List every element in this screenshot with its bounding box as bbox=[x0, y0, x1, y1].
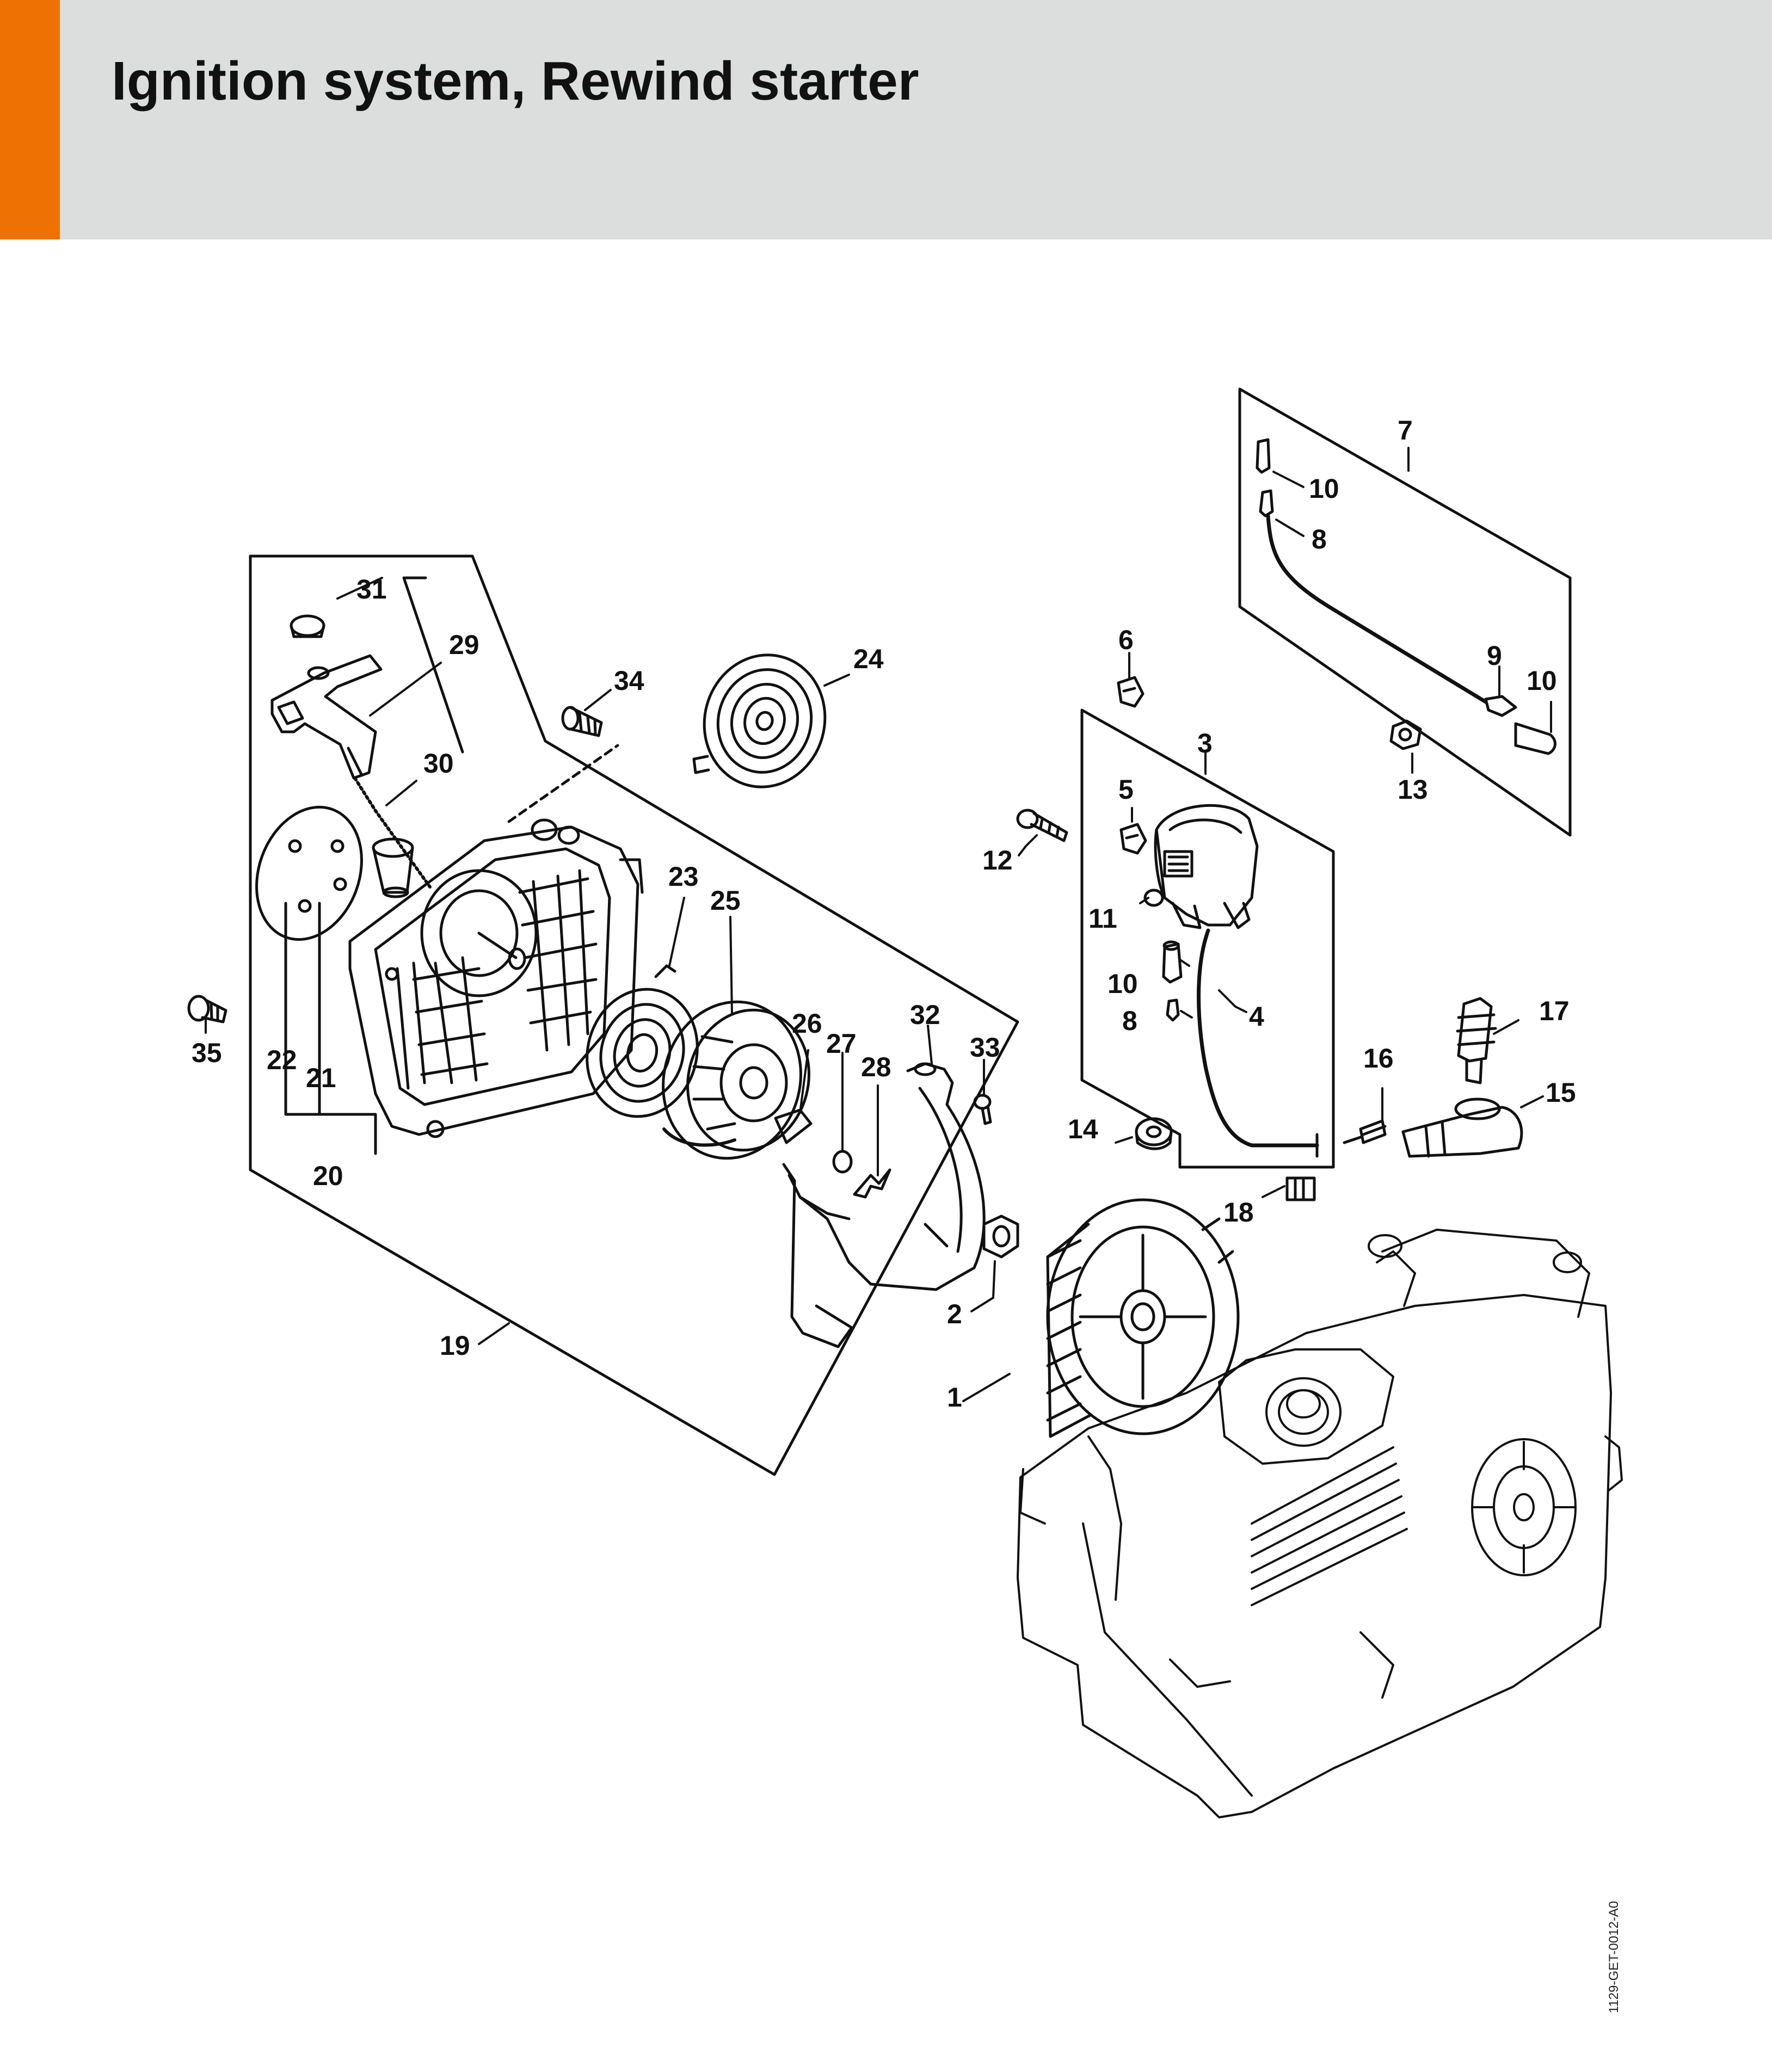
callout-10c: 10 bbox=[1108, 969, 1138, 999]
callout-30: 30 bbox=[423, 748, 454, 779]
callout-29: 29 bbox=[449, 630, 479, 660]
diagram-reference-code: 1129-GET-0012-A0 bbox=[1607, 1901, 1621, 2013]
clip-5-part bbox=[1119, 823, 1147, 855]
screw-12-part bbox=[1016, 809, 1068, 842]
callout-3: 3 bbox=[1197, 728, 1213, 758]
callout-13: 13 bbox=[1398, 774, 1428, 805]
accent-bar bbox=[0, 0, 60, 239]
callout-17: 17 bbox=[1539, 996, 1570, 1026]
callout-23: 23 bbox=[668, 861, 699, 892]
callout-33: 33 bbox=[970, 1032, 1000, 1063]
callout-20: 20 bbox=[313, 1161, 343, 1191]
callout-9: 9 bbox=[1487, 640, 1502, 671]
nut-13-part bbox=[1389, 719, 1422, 750]
callout-1: 1 bbox=[947, 1382, 962, 1413]
callout-10b: 10 bbox=[1527, 665, 1557, 696]
callout-34: 34 bbox=[614, 665, 644, 696]
ignition-lead-group-frame bbox=[1238, 387, 1572, 837]
callout-4: 4 bbox=[1249, 1001, 1264, 1032]
callout-26: 26 bbox=[792, 1008, 822, 1039]
callout-31: 31 bbox=[356, 574, 387, 605]
contact-spring-part bbox=[1343, 1119, 1387, 1144]
callout-21: 21 bbox=[306, 1063, 336, 1093]
washer-11-part bbox=[1143, 889, 1164, 907]
starter-rope-part bbox=[353, 776, 432, 889]
screw-35-part bbox=[187, 995, 227, 1023]
flywheel-part bbox=[1046, 1198, 1240, 1438]
callout-12: 12 bbox=[982, 845, 1013, 875]
callout-15: 15 bbox=[1546, 1077, 1576, 1108]
callout-27: 27 bbox=[826, 1028, 857, 1059]
callout-14: 14 bbox=[1068, 1114, 1098, 1144]
callout-6: 6 bbox=[1118, 625, 1134, 655]
ignition-lead-4-part bbox=[1197, 928, 1319, 1158]
rewind-spring-23-part bbox=[586, 964, 699, 1118]
connector-18-part bbox=[1285, 1176, 1316, 1201]
pawl-part bbox=[774, 1108, 813, 1144]
terminal-10-module-part bbox=[1162, 940, 1183, 984]
callout-16: 16 bbox=[1363, 1043, 1394, 1074]
starter-grip-part bbox=[270, 654, 383, 780]
fan-housing-part bbox=[348, 818, 644, 1138]
spark-plug-boot-part bbox=[1401, 1097, 1523, 1158]
terminal-8-module-part bbox=[1166, 998, 1180, 1022]
callout-8b: 8 bbox=[1122, 1006, 1137, 1036]
rope-guide-bushing-part bbox=[372, 837, 414, 898]
washer-27-part bbox=[832, 1150, 853, 1174]
callout-11: 11 bbox=[1088, 903, 1117, 934]
screw-33-part bbox=[973, 1094, 992, 1125]
callout-10a: 10 bbox=[1309, 473, 1339, 504]
cover-disc-part bbox=[255, 805, 363, 941]
callout-18: 18 bbox=[1223, 1197, 1254, 1228]
page-header bbox=[0, 0, 1772, 239]
callout-28: 28 bbox=[861, 1052, 891, 1082]
starter-group-frame bbox=[249, 554, 1019, 1476]
ignition-module-part bbox=[1154, 804, 1259, 929]
ignition-module-group-frame bbox=[1080, 708, 1335, 1169]
spark-plug-part bbox=[1456, 997, 1497, 1084]
clip-6-part bbox=[1117, 676, 1145, 708]
grommet-14-part bbox=[1135, 1117, 1173, 1150]
rewind-spring-24-part bbox=[692, 653, 827, 788]
callout-32: 32 bbox=[910, 1000, 940, 1030]
callout-8a: 8 bbox=[1312, 524, 1327, 554]
callout-2: 2 bbox=[947, 1299, 962, 1329]
callout-22: 22 bbox=[267, 1045, 297, 1075]
page-title: Ignition system, Rewind starter bbox=[112, 51, 919, 112]
rope-rotor-part bbox=[662, 1000, 810, 1160]
flywheel-nut-part bbox=[982, 1214, 1019, 1259]
spring-clip-part bbox=[853, 1168, 891, 1199]
callout-35: 35 bbox=[192, 1038, 222, 1068]
callout-25: 25 bbox=[710, 885, 741, 916]
callout-24: 24 bbox=[853, 644, 884, 674]
callout-7: 7 bbox=[1398, 415, 1413, 446]
callout-5: 5 bbox=[1118, 774, 1134, 805]
engine-crankcase-part bbox=[1017, 1229, 1623, 1818]
grip-cap-part bbox=[290, 614, 325, 638]
guide-plate-part bbox=[782, 1062, 986, 1348]
callout-19: 19 bbox=[440, 1330, 470, 1361]
screw-34-part bbox=[561, 706, 603, 737]
